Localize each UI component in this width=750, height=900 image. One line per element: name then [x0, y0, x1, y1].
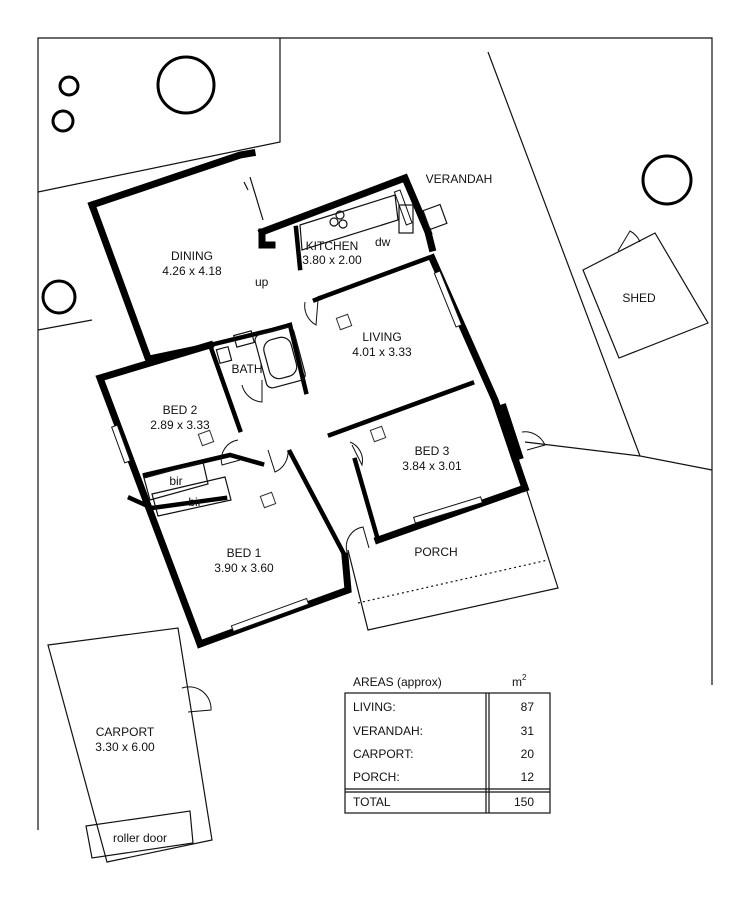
interior-walls: [127, 225, 475, 560]
room-size-bed2: 2.89 x 3.33: [150, 418, 210, 432]
areas-row-value: 87: [521, 700, 535, 714]
room-name-porch: PORCH: [414, 545, 457, 559]
areas-row-label: PORCH:: [353, 770, 400, 784]
fixture-up: up: [255, 275, 269, 289]
room-name-carport: CARPORT: [96, 725, 155, 739]
room-name-verandah: VERANDAH: [426, 172, 493, 186]
fixture-bir-1: bir: [169, 474, 182, 488]
bath-fittings: [215, 326, 306, 389]
room-size-bed1: 3.90 x 3.60: [214, 561, 274, 575]
room-size-dining: 4.26 x 4.18: [162, 264, 222, 278]
porch: [345, 484, 559, 631]
areas-unit: m2: [512, 673, 527, 689]
vent-icon: [335, 313, 353, 331]
shed: [582, 230, 709, 359]
areas-row-label: VERANDAH:: [353, 724, 423, 738]
areas-table: AREAS (approx) m2 LIVING: 87 VERANDAH: 3…: [344, 673, 551, 814]
areas-row-label: CARPORT:: [353, 747, 413, 761]
areas-unit-exponent: 2: [522, 673, 527, 682]
room-name-dining: DINING: [171, 249, 213, 263]
room-size-living: 4.01 x 3.33: [352, 345, 412, 359]
areas-row-value: 12: [521, 770, 535, 784]
tree-icon: [41, 279, 77, 315]
windows: [111, 189, 483, 633]
room-labels: DINING 4.26 x 4.18 KITCHEN 3.80 x 2.00 u…: [95, 172, 656, 845]
areas-unit-base: m: [512, 675, 522, 689]
areas-row-value: 20: [521, 747, 535, 761]
tree-icon: [641, 154, 693, 206]
property-boundary: [37, 37, 713, 830]
vent-icons: [197, 313, 387, 509]
areas-row-value: 31: [521, 724, 535, 738]
verandah-outline: [37, 38, 713, 471]
kitchen-fittings: [243, 176, 448, 251]
room-size-kitchen: 3.80 x 2.00: [302, 253, 362, 267]
tree-icons: [41, 55, 693, 315]
room-name-bath: BATH: [231, 362, 262, 376]
robes: [143, 461, 232, 517]
tree-icon: [51, 109, 75, 133]
carport: [47, 627, 213, 863]
areas-total-label: TOTAL: [353, 795, 391, 809]
room-name-shed: SHED: [622, 291, 656, 305]
vent-icon: [197, 429, 215, 447]
tree-icon: [58, 75, 80, 97]
areas-title: AREAS (approx): [353, 675, 442, 689]
vent-icon: [259, 491, 277, 509]
fixture-dw: dw: [375, 235, 391, 249]
areas-total-value: 150: [514, 795, 534, 809]
room-name-living: LIVING: [362, 330, 401, 344]
fixture-roller-door: roller door: [113, 831, 167, 845]
fixture-bir-2: bir: [188, 495, 201, 509]
areas-row-label: LIVING:: [353, 700, 396, 714]
room-name-bed3: BED 3: [415, 444, 450, 458]
room-size-carport: 3.30 x 6.00: [95, 740, 155, 754]
room-name-bed1: BED 1: [227, 546, 262, 560]
house-walls: [87, 148, 530, 649]
vent-icon: [369, 425, 387, 443]
tree-icon: [156, 55, 216, 115]
room-name-kitchen: KITCHEN: [306, 239, 359, 253]
room-size-bed3: 3.84 x 3.01: [402, 459, 462, 473]
room-name-bed2: BED 2: [163, 403, 198, 417]
